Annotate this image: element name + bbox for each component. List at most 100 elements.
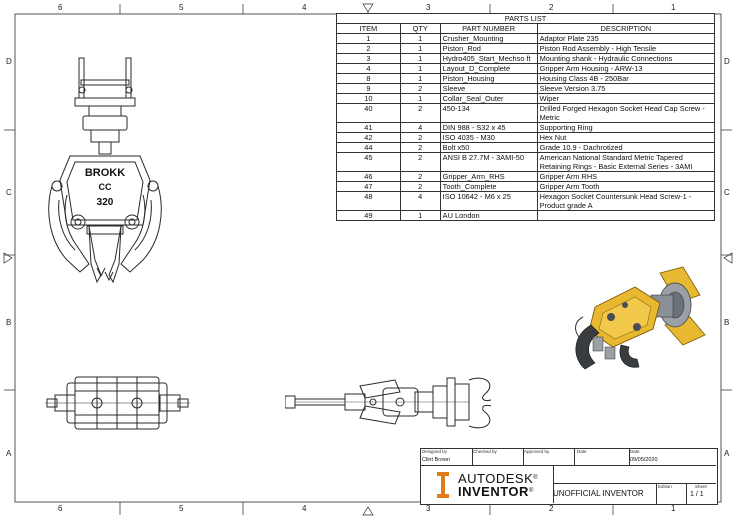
cell-description: Supporting Ring [536,122,716,133]
sheet-title: UNOFFICIAL INVENTOR [553,489,644,498]
designed-by-cell [421,449,473,466]
cell-item: 41 [336,122,401,133]
cell-item: 48 [336,191,401,211]
cell-part-number: 450-134 [439,103,538,123]
cell-part-number: Hydro405_Start_Mechso ft [439,53,538,64]
cell-item: 2 [336,43,401,54]
cell-part-number: Tooth_Complete [439,181,538,192]
zone-left-d: D [6,57,12,66]
cell-part-number: Piston_Housing [439,73,538,84]
cell-item: 40 [336,103,401,123]
cell-item: 1 [336,33,401,44]
designed-by-label: Designed by [422,449,448,454]
cell-description: Gripper Arm Tooth [536,181,716,192]
zone-top-1: 1 [671,3,676,12]
title-cell [553,483,657,504]
cell-part-number: ISO 10642 - M6 x 25 [439,191,538,211]
zone-bottom-6: 6 [58,504,63,513]
parts-list-table: PARTS LIST ITEM QTY PART NUMBER DESCRIPT… [336,13,716,221]
cell-qty: 1 [399,93,441,104]
cell-qty: 2 [399,152,441,172]
cell-qty: 1 [399,53,441,64]
model-label: 320 [97,197,114,208]
approved-by-label: Approved by [524,449,550,454]
cell-qty: 1 [399,73,441,84]
cell-part-number: ISO 4035 - M30 [439,132,538,143]
zone-top-4: 4 [302,3,307,12]
zone-right-b: B [724,318,730,327]
cc-label: CC [99,182,112,192]
cell-item: 45 [336,152,401,172]
title-block [420,448,718,505]
cell-description [536,210,716,221]
sheet-cell [686,483,716,504]
cell-part-number: AU London [439,210,538,221]
cell-part-number: Piston_Rod [439,43,538,54]
cell-description: Sleeve Version 3.75 [536,83,716,94]
zone-bottom-3: 3 [426,504,431,513]
cell-description: Piston Rod Assembly - High Tensile [536,43,716,54]
cell-description: American National Standard Metric Tapere… [536,152,716,172]
approved-by-cell [523,449,575,466]
edition-cell [656,483,687,504]
zone-top-2: 2 [549,3,554,12]
inventor-logo-icon [437,472,449,498]
cell-qty: 1 [399,43,441,54]
zone-right-a: A [724,449,730,458]
brokk-label: BROKK [85,167,125,179]
cell-part-number: Bolt x50 [439,142,538,153]
cell-qty: 1 [399,33,441,44]
cell-qty: 2 [399,142,441,153]
side-view [285,377,492,429]
sheet-value: 1 / 1 [690,491,704,498]
cell-item: 10 [336,93,401,104]
logo-inventor: INVENTOR® [458,484,534,499]
zone-left-b: B [6,318,12,327]
cell-description: Grade 10.9 - Dachrotized [536,142,716,153]
header-qty: QTY [399,23,441,34]
zone-bottom-2: 2 [549,504,554,513]
zone-bottom-1: 1 [671,504,676,513]
cell-item: 4 [336,63,401,74]
cell-part-number: Collar_Seal_Outer [439,93,538,104]
cell-description: Drilled Forged Hexagon Socket Head Cap S… [536,103,716,123]
edition-label: Edition [658,484,672,489]
cell-part-number: Sleeve [439,83,538,94]
cell-part-number: Gripper_Arm_RHS [439,171,538,182]
zone-right-d: D [724,57,730,66]
cell-item: 42 [336,132,401,143]
top-view [45,376,190,430]
date-value: 09/05/2020 [630,457,658,463]
approval-date-label: Date [577,449,587,454]
checked-by-label: Checked by [473,449,497,454]
cell-description: Mounting shank - Hydraulic Connections [536,53,716,64]
cell-description: Hex Nut [536,132,716,143]
checked-by-cell [472,449,524,466]
approval-date-cell [574,449,630,466]
cell-qty: 1 [399,63,441,74]
zone-bottom-4: 4 [302,504,307,513]
cell-qty: 2 [399,171,441,182]
cell-item: 9 [336,83,401,94]
zone-left-a: A [6,449,12,458]
cell-qty: 2 [399,132,441,143]
logo-cell [421,465,554,503]
cell-item: 46 [336,171,401,182]
cell-description: Hexagon Socket Countersunk Head Screw-1 … [536,191,716,211]
cell-item: 49 [336,210,401,221]
zone-top-5: 5 [179,3,184,12]
